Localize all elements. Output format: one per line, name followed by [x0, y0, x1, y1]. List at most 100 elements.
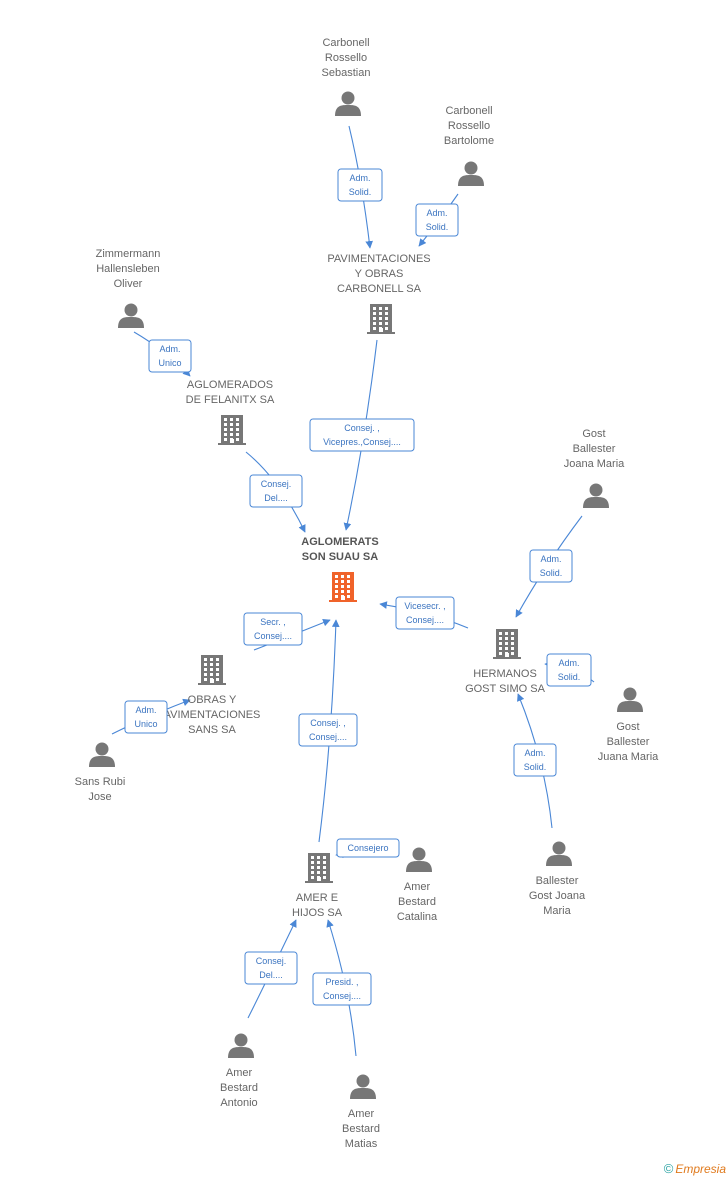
node-label-line: HIJOS SA	[292, 907, 343, 919]
building-icon	[329, 572, 357, 602]
edge-label-text: Adm.	[524, 748, 545, 758]
edge-label[interactable]: Consej.Del....	[244, 951, 298, 985]
edge-label-text: Adm.	[540, 554, 561, 564]
person-icon	[118, 303, 144, 328]
edge-label-text: Vicepres.,Consej....	[323, 437, 401, 447]
edge-label-text: Consej. ,	[344, 423, 380, 433]
node-label-line: Bestard	[220, 1082, 258, 1094]
node-label-line: Ballester	[536, 875, 579, 887]
edge-labels-layer: Adm. Solid. Adm. Solid. Adm. Unico Consej. , Vi…	[124, 168, 592, 1006]
building-icon	[493, 629, 521, 659]
edge-label-text: Consej. ,	[310, 718, 346, 728]
edge-label-text: Solid.	[558, 672, 581, 682]
node-label-line: Ballester	[607, 736, 650, 748]
edge-label-text: Consej....	[406, 615, 444, 625]
edge-label-text: Consej....	[309, 732, 347, 742]
node-label-line: Gost	[616, 721, 639, 733]
node-amer-hijos[interactable]: AMER E HIJOS SA	[292, 853, 343, 919]
node-label-line: Carbonell	[445, 105, 492, 117]
node-label-line: HERMANOS	[473, 668, 537, 680]
node-label-line: Hallensleben	[96, 263, 160, 275]
node-aglomerats[interactable]: AGLOMERATS SON SUAU SA	[301, 536, 379, 602]
edge-label-text: Unico	[134, 719, 157, 729]
node-label-line: Sebastian	[322, 67, 371, 79]
node-label-line: Maria	[543, 905, 571, 917]
edge-label[interactable]: Adm.Solid.	[546, 653, 592, 687]
node-label-line: Bestard	[342, 1123, 380, 1135]
node-label-line: AGLOMERADOS	[187, 379, 273, 391]
edge-label-text: Secr. ,	[260, 617, 286, 627]
node-label-line: Antonio	[220, 1097, 257, 1109]
node-label-line: OBRAS Y	[188, 694, 237, 706]
edge-label[interactable]: Consej. , Consej....	[298, 713, 358, 747]
edge-label-text: Del....	[264, 493, 288, 503]
node-label-line: Amer	[226, 1067, 253, 1079]
edge-label[interactable]: Adm.Solid.	[337, 168, 383, 202]
node-label-line: Carbonell	[322, 37, 369, 49]
edge-label-text: Consej.	[261, 479, 292, 489]
edge-label[interactable]: Consej. , Vicepres.,Consej....	[309, 418, 415, 452]
nodes-layer: CarbonellRosselloSebastianCarbonellRosse…	[75, 37, 660, 1150]
node-label-line: AGLOMERATS	[301, 536, 378, 548]
building-icon	[218, 415, 246, 445]
node-label-line: Jose	[88, 791, 111, 803]
edge-label[interactable]: Presid. , Consej....	[312, 972, 372, 1006]
person-icon	[228, 1033, 254, 1058]
building-icon	[305, 853, 333, 883]
edge-label[interactable]: Adm. Solid.	[513, 743, 557, 777]
edge-label-text: Consejero	[347, 843, 388, 853]
node-label-line: Gost Joana	[529, 890, 586, 902]
node-pavimentaciones[interactable]: PAVIMENTACIONES Y OBRAS CARBONELL SA	[327, 253, 431, 334]
edge-label-text: Solid.	[524, 762, 547, 772]
node-label-line: Joana Maria	[564, 458, 625, 470]
node-label-line: AMER E	[296, 892, 338, 904]
node-label-line: Rossello	[325, 52, 367, 64]
footer-brand[interactable]: ©Empresia	[664, 1161, 726, 1176]
node-label-line: SON SUAU SA	[302, 551, 378, 563]
node-label-line: Catalina	[397, 911, 438, 923]
edge-label[interactable]: Adm.Unico	[148, 339, 192, 373]
node-label-line: SANS SA	[188, 724, 236, 736]
edge-label-text: Consej....	[323, 991, 361, 1001]
node-label-line: Bestard	[398, 896, 436, 908]
node-label-line: PAVIMENTACIONES	[327, 253, 430, 265]
person-icon	[350, 1074, 376, 1099]
person-icon	[89, 742, 115, 767]
edge-label[interactable]: Adm. Unico	[124, 700, 168, 734]
edge-label-text: Presid. ,	[325, 977, 358, 987]
edge-label-text: Adm.	[159, 344, 180, 354]
node-label-line: Gost	[582, 428, 605, 440]
edge-label[interactable]: Vicesecr. , Consej....	[395, 596, 455, 630]
edge-label[interactable]: Adm.Solid.	[529, 549, 573, 583]
edge-label-text: Del....	[259, 970, 283, 980]
node-label-line: CARBONELL SA	[337, 283, 422, 295]
node-label-line: GOST SIMO SA	[465, 683, 546, 695]
edge-label[interactable]: Secr. ,Consej....	[243, 612, 303, 646]
edge-label[interactable]: Adm.Solid.	[415, 203, 459, 237]
edge-label[interactable]: Consejero	[336, 838, 400, 858]
edge-label[interactable]: Consej. Del....	[249, 474, 303, 508]
person-icon	[406, 847, 432, 872]
edge-label-text: Solid.	[349, 187, 372, 197]
edge-label-text: Vicesecr. ,	[404, 601, 445, 611]
edge-label-text: Adm.	[135, 705, 156, 715]
node-label-line: Matias	[345, 1138, 378, 1150]
node-label-line: Bartolome	[444, 135, 494, 147]
edge-label-text: Adm.	[426, 208, 447, 218]
person-icon	[458, 161, 484, 186]
node-hermanos[interactable]: HERMANOS GOST SIMO SA	[465, 629, 546, 695]
node-label-line: Y OBRAS	[355, 268, 404, 280]
